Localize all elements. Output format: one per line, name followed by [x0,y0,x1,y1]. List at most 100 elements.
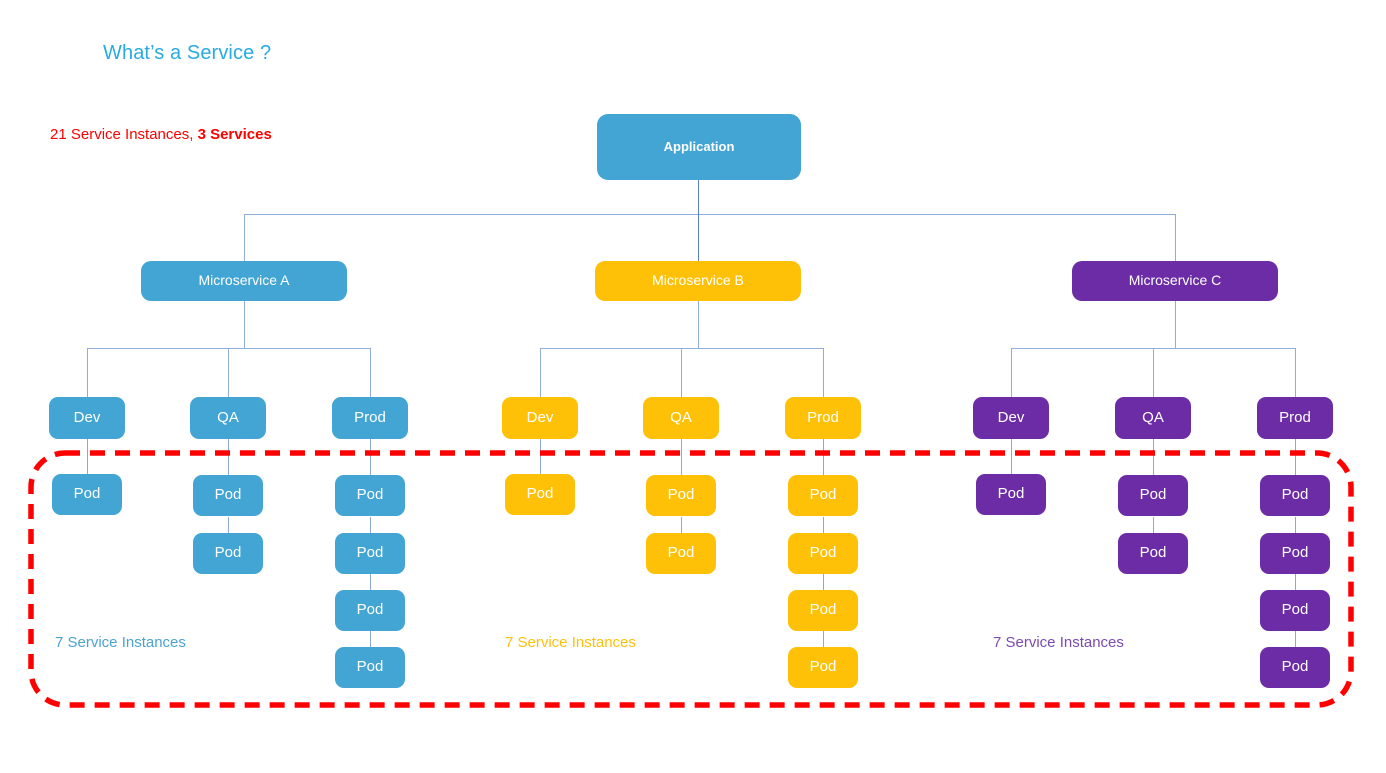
node-b-qa-pod-2[interactable]: Pod [646,533,716,574]
node-b-prod-pod-1[interactable]: Pod [788,475,858,516]
node-b-qa-pod-2-label: Pod [667,544,695,562]
node-c-dev-pod-1-label: Pod [997,485,1025,503]
connector-a-qa-pod2 [228,517,229,534]
node-b-prod-pod-1-label: Pod [809,486,837,504]
node-c-qa-pod-2-label: Pod [1139,544,1167,562]
instances-label-b: 7 Service Instances [505,634,636,651]
page-title: What’s a Service ? [103,42,272,64]
node-a-qa-pod-1-label: Pod [214,486,242,504]
node-c-env-dev[interactable]: Dev [973,397,1049,439]
node-b-dev-pod-1-label: Pod [526,485,554,503]
summary-text: 21 Service Instances, 3 Services [50,126,272,143]
connector-b-prod-pod2 [823,517,824,534]
node-b-env-dev[interactable]: Dev [502,397,578,439]
connector-bus-to-microservice-c [1175,214,1176,261]
node-a-prod-pod-3-label: Pod [356,601,384,619]
node-b-qa-pod-1-label: Pod [667,486,695,504]
node-a-prod-pod-3[interactable]: Pod [335,590,405,631]
connector-a-prod-pod3 [370,574,371,591]
node-a-env-qa[interactable]: QA [190,397,266,439]
instances-label-c: 7 Service Instances [993,634,1124,651]
node-b-dev-pod-1[interactable]: Pod [505,474,575,515]
connector-a-prod-pod1 [370,439,371,476]
connector-b-qa-pod2 [681,517,682,534]
summary-emphasis: 3 Services [197,126,272,143]
node-c-prod-pod-2[interactable]: Pod [1260,533,1330,574]
node-a-qa-pod-2-label: Pod [214,544,242,562]
connector-c-dev-drop [1011,348,1012,397]
node-a-dev-pod-1[interactable]: Pod [52,474,122,515]
node-application[interactable]: Application [597,114,801,180]
node-application-label: Application [663,138,735,154]
connector-c-prod-pod4 [1295,631,1296,648]
node-c-prod-pod-4-label: Pod [1281,658,1309,676]
node-c-prod-pod-1[interactable]: Pod [1260,475,1330,516]
connector-c-qa-pod1 [1153,439,1154,476]
node-c-prod-pod-3[interactable]: Pod [1260,590,1330,631]
connector-a-dev-pod1 [87,439,88,475]
node-microservice-a-label: Microservice A [198,272,290,289]
node-c-qa-pod-1[interactable]: Pod [1118,475,1188,516]
node-microservice-c-label: Microservice C [1128,272,1222,289]
node-c-env-qa[interactable]: QA [1115,397,1191,439]
node-a-env-dev[interactable]: Dev [49,397,125,439]
node-c-qa-pod-2[interactable]: Pod [1118,533,1188,574]
node-a-dev-pod-1-label: Pod [73,485,101,503]
connector-b-prod-pod3 [823,574,824,591]
connector-c-qa-drop [1153,348,1154,397]
node-b-env-prod-label: Prod [807,408,839,426]
instances-label-a: 7 Service Instances [55,634,186,651]
node-c-qa-pod-1-label: Pod [1139,486,1167,504]
node-a-env-qa-label: QA [217,408,239,426]
node-microservice-a[interactable]: Microservice A [141,261,347,301]
node-b-prod-pod-3[interactable]: Pod [788,590,858,631]
node-c-env-dev-label: Dev [997,408,1025,426]
connector-b-dev-pod1 [540,439,541,475]
summary-prefix: 21 Service Instances, [50,126,198,143]
connector-b-dev-drop [540,348,541,397]
connector-c-prod-pod1 [1295,439,1296,476]
node-a-prod-pod-2[interactable]: Pod [335,533,405,574]
node-c-dev-pod-1[interactable]: Pod [976,474,1046,515]
node-c-env-qa-label: QA [1142,408,1164,426]
connector-microservice-b-down [698,301,699,348]
node-a-prod-pod-1[interactable]: Pod [335,475,405,516]
connector-c-dev-pod1 [1011,439,1012,475]
connector-bus-level1 [244,214,1176,215]
node-b-prod-pod-4-label: Pod [809,658,837,676]
node-a-env-dev-label: Dev [73,408,101,426]
node-b-qa-pod-1[interactable]: Pod [646,475,716,516]
node-b-env-dev-label: Dev [526,408,554,426]
node-a-qa-pod-1[interactable]: Pod [193,475,263,516]
connector-c-prod-drop [1295,348,1296,397]
node-c-prod-pod-4[interactable]: Pod [1260,647,1330,688]
node-a-prod-pod-1-label: Pod [356,486,384,504]
connector-b-prod-pod4 [823,631,824,648]
connector-microservice-a-down [244,301,245,348]
connector-a-prod-pod4 [370,631,371,648]
connector-c-prod-pod3 [1295,574,1296,591]
node-a-prod-pod-4[interactable]: Pod [335,647,405,688]
node-c-env-prod[interactable]: Prod [1257,397,1333,439]
node-b-prod-pod-2[interactable]: Pod [788,533,858,574]
node-microservice-b[interactable]: Microservice B [595,261,801,301]
node-b-prod-pod-4[interactable]: Pod [788,647,858,688]
node-b-env-qa[interactable]: QA [643,397,719,439]
connector-bus-to-microservice-a [244,214,245,261]
connector-a-prod-drop [370,348,371,397]
connector-bus-level2-a [87,348,371,349]
node-c-env-prod-label: Prod [1279,408,1311,426]
node-a-prod-pod-4-label: Pod [356,658,384,676]
node-c-prod-pod-2-label: Pod [1281,544,1309,562]
node-a-env-prod[interactable]: Prod [332,397,408,439]
node-microservice-c[interactable]: Microservice C [1072,261,1278,301]
node-b-env-prod[interactable]: Prod [785,397,861,439]
connector-b-qa-drop [681,348,682,397]
connector-b-prod-pod1 [823,439,824,476]
node-b-prod-pod-2-label: Pod [809,544,837,562]
node-a-qa-pod-2[interactable]: Pod [193,533,263,574]
node-microservice-b-label: Microservice B [652,272,744,289]
connector-c-prod-pod2 [1295,517,1296,534]
connector-a-dev-drop [87,348,88,397]
